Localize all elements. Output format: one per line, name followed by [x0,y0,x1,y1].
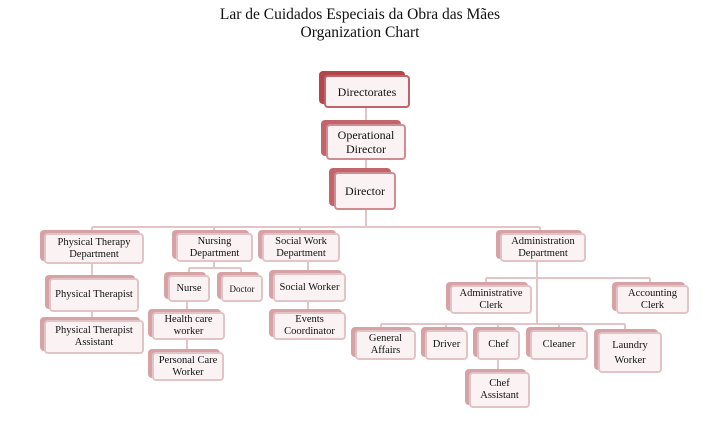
chart-title: Lar de Cuidados Especiais da Obra das Mã… [0,6,720,42]
node-personal-care-worker: Personal Care Worker [152,352,224,381]
node-label: General Affairs [368,333,403,356]
node-administrative-clerk: Administrative Clerk [450,285,532,314]
node-pt-assistant: Physical Therapist Assistant [44,320,144,354]
node-operational-director: Operational Director [326,124,406,160]
node-label: Administration Department [511,235,575,259]
node-accounting-clerk: Accounting Clerk [616,285,689,314]
node-label: Physical Therapist Assistant [55,325,133,348]
node-label: Driver [432,339,461,350]
node-driver: Driver [425,330,468,360]
node-label: Events Coordinator [284,314,335,337]
node-label: Nurse [176,282,202,294]
node-label: Laundry Worker [612,339,648,366]
node-label: Social Worker [279,281,340,293]
node-general-affairs: General Affairs [355,330,416,360]
node-nurse: Nurse [168,275,210,302]
node-label: Nursing Department [189,235,240,259]
node-label: Social Work Department [275,235,327,259]
node-directorates: Directorates [324,75,410,108]
node-administration-department: Administration Department [500,233,586,262]
node-label: Directorates [337,84,397,99]
node-laundry-worker: Laundry Worker [598,332,662,373]
node-label: Health care worker [164,314,213,337]
node-label: Personal Care Worker [158,354,218,378]
node-label: Accounting Clerk [628,287,677,311]
node-label: Physical Therapy Department [57,236,131,260]
node-label: Operational Director [337,128,395,156]
node-cleaner: Cleaner [530,330,588,360]
node-social-work-department: Social Work Department [262,233,340,262]
node-label: Director [345,184,385,198]
node-health-care-worker: Health care worker [152,312,225,340]
node-chef: Chef [477,330,520,360]
node-label: Physical Therapist [55,289,133,300]
node-label: Cleaner [542,339,576,350]
node-label: Doctor [229,283,255,294]
node-label: Administrative Clerk [459,287,523,311]
node-label: Chef [488,339,509,350]
title-line-2: Organization Chart [300,24,420,41]
node-events-coordinator: Events Coordinator [273,312,346,340]
title-line-1: Lar de Cuidados Especiais da Obra das Mã… [219,6,501,23]
node-physical-therapist: Physical Therapist [49,278,139,312]
node-nursing-department: Nursing Department [176,233,253,262]
node-director: Director [334,172,396,210]
node-label: Chef Assistant [480,378,519,401]
node-pt-department: Physical Therapy Department [44,233,144,264]
node-chef-assistant: Chef Assistant [469,372,530,408]
node-social-worker: Social Worker [273,273,346,302]
node-doctor: Doctor [221,275,263,302]
